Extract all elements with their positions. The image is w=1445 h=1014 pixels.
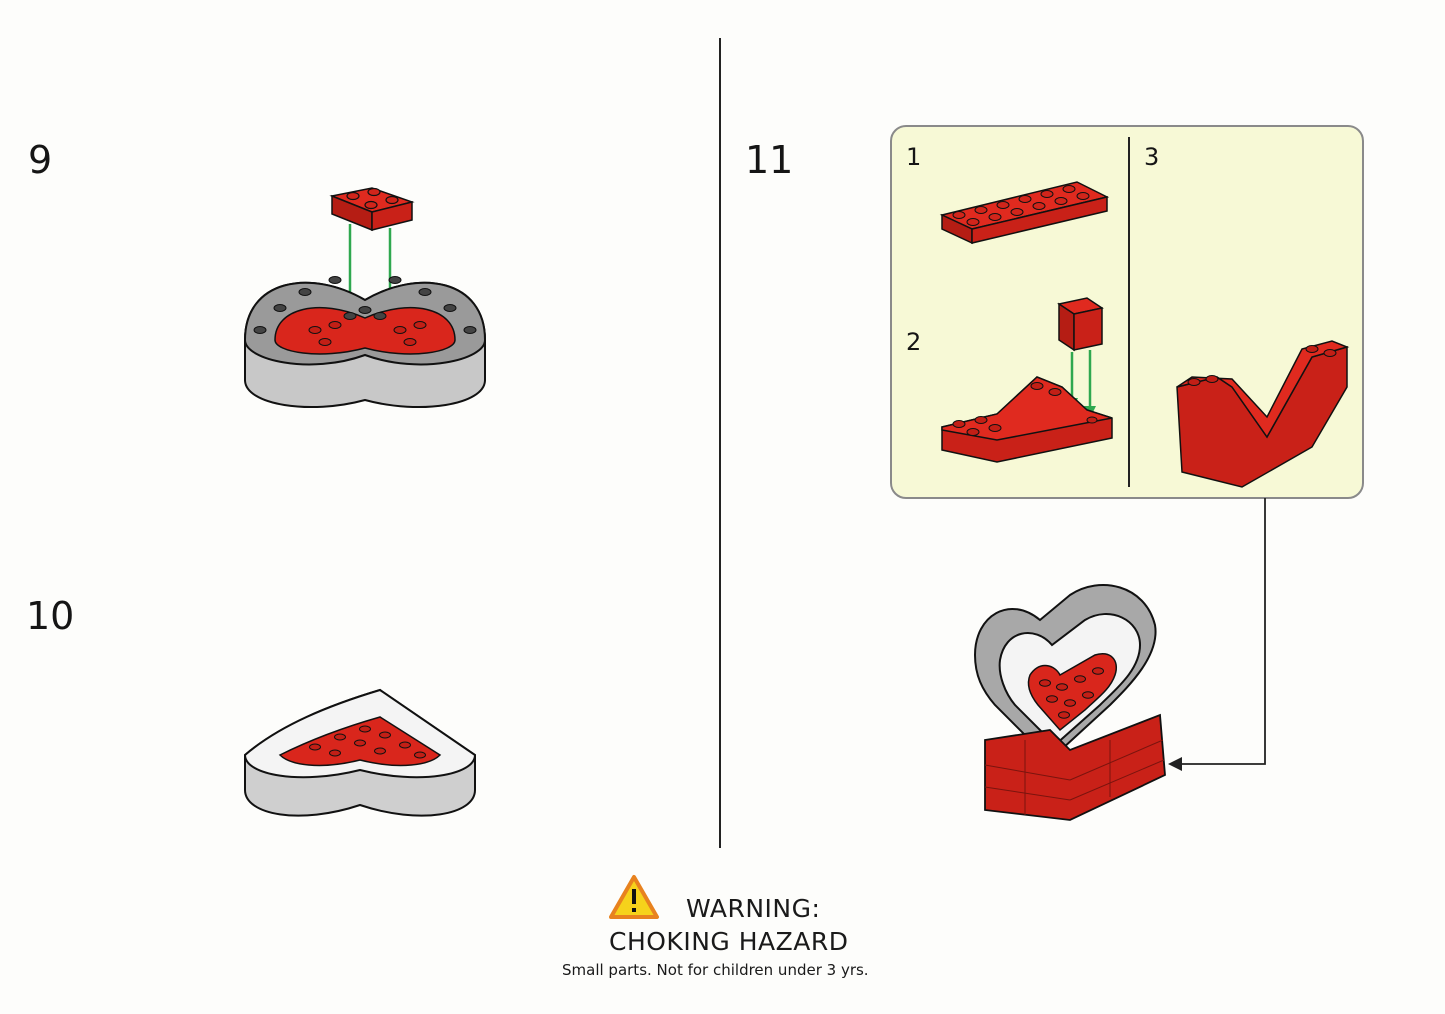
choking-hazard-warning: WARNING: CHOKING HAZARD Small parts. Not… bbox=[560, 874, 910, 984]
warning-triangle-icon bbox=[609, 875, 659, 919]
substep-number-2: 2 bbox=[906, 328, 922, 356]
warning-subtitle: CHOKING HAZARD bbox=[609, 927, 849, 956]
page-divider bbox=[719, 38, 721, 848]
step-number-9: 9 bbox=[28, 138, 53, 182]
step11-final-model bbox=[973, 584, 1166, 821]
step-number-11: 11 bbox=[745, 138, 794, 182]
substep2-bricks bbox=[941, 297, 1113, 463]
callout-divider bbox=[1128, 137, 1130, 487]
step9-illustration bbox=[243, 187, 487, 409]
substep-number-1: 1 bbox=[906, 143, 922, 171]
substep1-plate bbox=[939, 181, 1110, 245]
callout-connector-arrow bbox=[1168, 498, 1266, 771]
substep-number-3: 3 bbox=[1144, 143, 1160, 171]
substep3-result bbox=[1176, 340, 1350, 488]
step11-callout: 1 2 3 bbox=[890, 125, 1364, 499]
step10-illustration bbox=[243, 688, 477, 817]
warning-title: WARNING: bbox=[686, 894, 821, 923]
step-number-10: 10 bbox=[26, 594, 75, 638]
warning-detail: Small parts. Not for children under 3 yr… bbox=[562, 961, 869, 979]
